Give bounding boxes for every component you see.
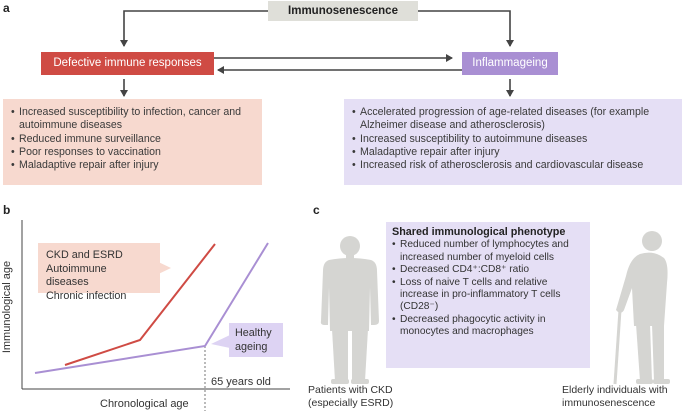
healthy-line: ageing — [235, 340, 268, 353]
caption-line: (especially ESRD) — [308, 397, 394, 409]
list-item: Increased susceptibility to autoimmune d… — [352, 133, 676, 147]
caption-line: Patients with CKD — [308, 384, 393, 396]
defective-immune-responses-box: Defective immune responses — [41, 52, 214, 75]
list-item: Poor responses to vaccination — [11, 146, 256, 160]
list-item: Loss of naive T cells and relative incre… — [392, 277, 584, 314]
list-item: Increased risk of atherosclerosis and ca… — [352, 159, 676, 173]
age-65-label: 65 years old — [211, 376, 271, 388]
panel-a-letter: a — [3, 1, 10, 15]
healthy-line: Healthy — [235, 327, 272, 339]
healthy-pointer — [211, 335, 230, 348]
inflammageing-box: Inflammageing — [462, 52, 558, 75]
caption-line: Elderly individuals with — [562, 384, 668, 396]
disease-category-box: CKD and ESRD Autoimmune diseases Chronic… — [38, 243, 160, 302]
patient-silhouette-icon — [320, 236, 379, 384]
list-item: Maladaptive repair after injury — [352, 146, 676, 160]
category-line: Chronic infection — [46, 289, 127, 302]
healthy-ageing-line — [34, 242, 269, 374]
y-axis-label: Immunological age — [1, 260, 13, 354]
list-item: Maladaptive repair after injury — [11, 159, 256, 173]
caption-line: immunosenescence — [562, 397, 656, 409]
category-line: CKD and ESRD — [46, 249, 123, 261]
arrow-top-to-defective — [120, 10, 268, 47]
disease-line — [64, 243, 216, 366]
shared-phenotype-title: Shared immunological phenotype — [392, 226, 566, 238]
list-item: Reduced immune surveillance — [11, 133, 256, 147]
patients-ckd-caption: Patients with CKD (especially ESRD) — [308, 384, 393, 410]
healthy-ageing-box: Healthy ageing — [229, 323, 283, 357]
list-item: Accelerated progression of age-related d… — [352, 106, 676, 133]
panel-b-letter: b — [3, 203, 11, 217]
list-item: Increased susceptibility to infection, c… — [11, 106, 256, 133]
shared-phenotype-box: Shared immunological phenotype Reduced n… — [386, 222, 590, 368]
list-item: Decreased CD4⁺:CD8⁺ ratio — [392, 264, 584, 277]
panel-a-arrows — [120, 10, 514, 97]
panel-b-graph — [21, 220, 290, 411]
immunosenescence-box: Immunosenescence — [268, 1, 418, 21]
list-item: Decreased phagocytic activity in monocyt… — [392, 314, 584, 339]
arrow-top-to-inflammageing — [418, 10, 514, 47]
elderly-caption: Elderly individuals with immunosenescenc… — [562, 384, 668, 410]
list-item: Reduced number of lymphocytes and increa… — [392, 239, 584, 264]
inflammageing-consequences-list: Accelerated progression of age-related d… — [344, 99, 682, 185]
category-line: Autoimmune diseases — [46, 262, 107, 289]
x-axis-label: Chronological age — [100, 398, 189, 410]
panel-c-letter: c — [313, 203, 320, 217]
elderly-silhouette-icon — [613, 231, 670, 385]
defective-consequences-list: Increased susceptibility to infection, c… — [3, 99, 262, 185]
